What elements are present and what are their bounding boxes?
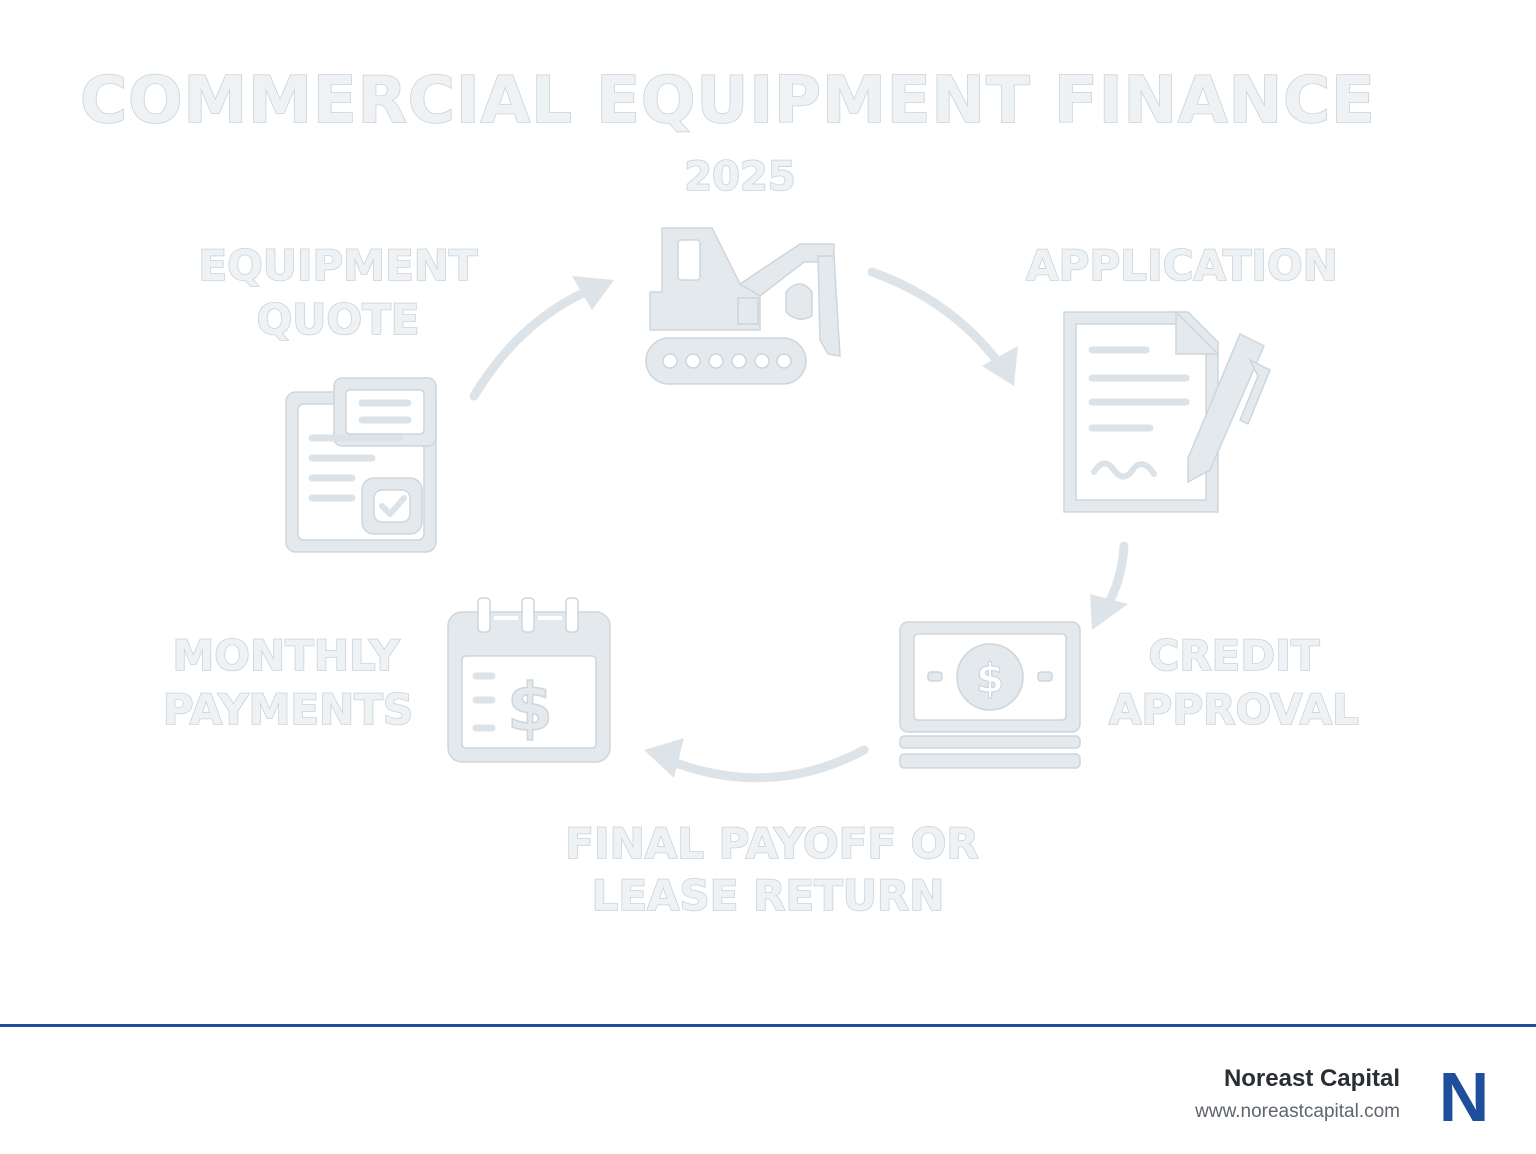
step-label-credit-approval-line2: APPROVAL [1109, 685, 1359, 734]
brand-website-link[interactable]: www.noreastcapital.com [1195, 1101, 1400, 1122]
quote-document-check-icon [285, 377, 437, 553]
arrow-application-to-approval [1090, 541, 1129, 630]
brand-logo-letter: N [1439, 1065, 1490, 1127]
calendar-dollar-icon: $ [447, 597, 611, 763]
step-label-equipment-quote-line1: EQUIPMENT [198, 241, 478, 290]
svg-text:$: $ [976, 656, 1004, 702]
step-label-final-payoff-line1: FINAL PAYOFF OR [565, 819, 978, 868]
step-label-equipment-quote-line2: QUOTE [257, 295, 420, 344]
footer: Noreast Capital www.noreastcapital.com N [0, 1024, 1536, 1154]
finance-cycle-diagram: COMMERCIAL EQUIPMENT FINANCE 2025 EQUIPM… [79, 63, 1376, 921]
step-label-monthly-payments-line1: MONTHLY [172, 631, 400, 680]
money-bill-icon: $ [899, 621, 1081, 769]
step-label-monthly-payments-line2: PAYMENTS [163, 685, 413, 734]
arrow-equipment-to-application [867, 267, 1018, 386]
arrow-quote-to-equipment [469, 276, 614, 401]
signed-document-pen-icon [1063, 310, 1271, 513]
svg-text:$: $ [507, 669, 553, 746]
brand-name: Noreast Capital [1223, 1065, 1400, 1092]
arrow-approval-to-payments [644, 738, 869, 783]
step-label-credit-approval-line1: CREDIT [1149, 631, 1320, 680]
step-label-application: APPLICATION [1026, 241, 1338, 290]
diagram-title: COMMERCIAL EQUIPMENT FINANCE [80, 64, 1376, 138]
diagram-year: 2025 [684, 154, 795, 200]
step-label-final-payoff-line2: LEASE RETURN [592, 871, 945, 920]
brand-logo-icon: N [1439, 1065, 1490, 1127]
excavator-icon [645, 227, 841, 385]
